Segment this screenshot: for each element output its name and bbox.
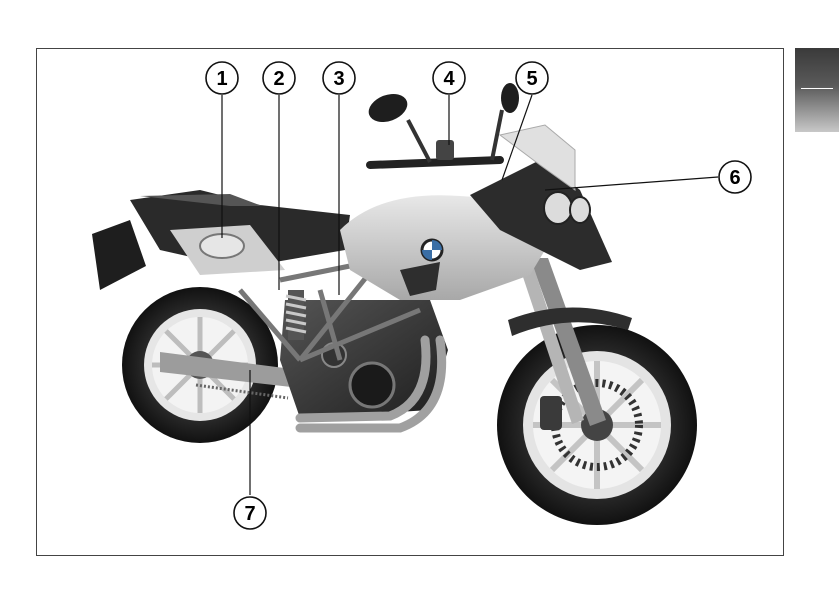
front-wheel xyxy=(497,325,697,525)
callout-7[interactable]: 7 xyxy=(234,497,266,529)
callout-5-label: 5 xyxy=(526,68,537,90)
callout-2[interactable]: 2 xyxy=(263,62,295,94)
callout-1[interactable]: 1 xyxy=(206,62,238,94)
callout-2-label: 2 xyxy=(273,68,284,90)
callout-5[interactable]: 5 xyxy=(516,62,548,94)
callout-4-label: 4 xyxy=(443,68,455,90)
license-plate-holder xyxy=(92,220,146,290)
callout-7-label: 7 xyxy=(244,503,255,525)
seat-and-tail xyxy=(130,190,350,275)
callout-4[interactable]: 4 xyxy=(433,62,465,94)
callout-6-label: 6 xyxy=(729,167,740,189)
rear-shock xyxy=(286,290,306,340)
callout-1-label: 1 xyxy=(216,68,227,90)
handlebar-assembly xyxy=(365,83,519,165)
callout-3-label: 3 xyxy=(333,68,344,90)
callout-3[interactable]: 3 xyxy=(323,62,355,94)
callout-6[interactable]: 6 xyxy=(719,161,751,193)
